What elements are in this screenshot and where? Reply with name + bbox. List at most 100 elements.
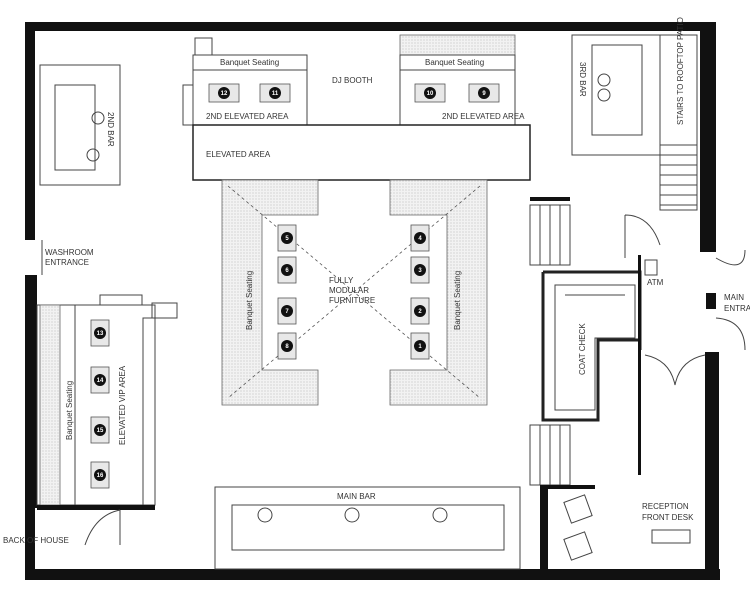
atm-machine [644, 259, 658, 276]
table-number: 2 [418, 309, 422, 315]
main-entrance-label-2[interactable]: ENTRANCE [724, 304, 750, 313]
stairs-label: STAIRS TO ROOFTOP PATIO [676, 17, 685, 125]
banquet-label: Banquet Seating [245, 271, 254, 330]
table-16[interactable]: 16 [90, 461, 110, 489]
washroom-label-2: ENTRANCE [45, 258, 89, 267]
table-4[interactable]: 4 [410, 224, 430, 252]
main-entrance-pillar [706, 293, 716, 309]
table-number-badge [94, 469, 106, 481]
armchair-icon [563, 531, 593, 561]
table-13[interactable]: 13 [90, 319, 110, 347]
table-number-badge [414, 232, 426, 244]
armchair-icon [563, 494, 593, 524]
table-8[interactable]: 8 [277, 332, 297, 360]
entrance-doors [644, 249, 746, 386]
table-number: 6 [285, 268, 289, 274]
banquet-label: Banquet Seating [220, 58, 279, 67]
table-3[interactable]: 3 [410, 256, 430, 284]
bar-stool-icon [432, 507, 448, 523]
table-10[interactable]: 10 [414, 83, 446, 103]
main-bar-label: MAIN BAR [337, 492, 376, 501]
bar-stool-icon [597, 73, 611, 87]
vip-area-label: ELEVATED VIP AREA [118, 365, 127, 445]
table-number: 13 [97, 331, 104, 337]
table-2[interactable]: 2 [410, 297, 430, 325]
vip-area: Banquet Seating ELEVATED VIP AREA [36, 294, 178, 510]
rooftop-stairs: STAIRS TO ROOFTOP PATIO [659, 17, 698, 211]
dj-booth-label: DJ BOOTH [332, 76, 373, 85]
bar-stool-icon [597, 88, 611, 102]
table-number: 12 [221, 91, 228, 97]
modular-label: MODULAR [329, 286, 369, 295]
third-bar-label: 3RD BAR [578, 62, 587, 97]
coat-check-label: COAT CHECK [578, 323, 587, 375]
table-1[interactable]: 1 [410, 332, 430, 360]
washroom-label: WASHROOM [45, 248, 94, 257]
atm-label: ATM [647, 278, 664, 287]
outer-walls [25, 22, 720, 580]
table-number-badge [218, 87, 230, 99]
bar-stool-icon [344, 507, 360, 523]
table-number: 11 [272, 91, 279, 97]
bar-stool-icon [86, 148, 100, 162]
table-number-badge [414, 264, 426, 276]
table-number-badge [269, 87, 281, 99]
table-number-badge [414, 340, 426, 352]
table-number-badge [281, 305, 293, 317]
table-number: 5 [285, 236, 289, 242]
elevated-area [192, 124, 531, 181]
table-number: 4 [418, 236, 422, 242]
upper-right-elevated: Banquet Seating 2ND ELEVATED AREA [399, 34, 525, 126]
table-15[interactable]: 15 [90, 416, 110, 444]
back-of-house-label: BACK OF HOUSE [3, 536, 69, 545]
table-number-badge [414, 305, 426, 317]
door-swing [624, 214, 661, 258]
table-number: 15 [97, 428, 104, 434]
stairs-upper [529, 197, 571, 266]
table-number-badge [94, 327, 106, 339]
main-bar: MAIN BAR [214, 486, 521, 570]
reception-label: RECEPTION [642, 502, 689, 511]
coat-check: COAT CHECK [541, 270, 642, 422]
table-number-badge [281, 232, 293, 244]
table-11[interactable]: 11 [259, 83, 291, 103]
bar-stool-icon [257, 507, 273, 523]
front-desk [651, 529, 691, 544]
table-number-badge [94, 424, 106, 436]
table-number-badge [281, 340, 293, 352]
banquet-label: Banquet Seating [425, 58, 484, 67]
table-9[interactable]: 9 [468, 83, 500, 103]
main-entrance-label[interactable]: MAIN [724, 293, 744, 302]
table-12[interactable]: 12 [208, 83, 240, 103]
banquet-label: Banquet Seating [453, 271, 462, 330]
table-number: 8 [285, 344, 289, 350]
center-left-seating: Banquet Seating [221, 179, 319, 406]
table-14[interactable]: 14 [90, 366, 110, 394]
table-number: 10 [427, 91, 434, 97]
table-number-badge [424, 87, 436, 99]
table-number-badge [281, 264, 293, 276]
modular-label: FULLY [329, 276, 354, 285]
elevated-area-label: ELEVATED AREA [206, 150, 271, 159]
table-number: 1 [418, 344, 422, 350]
table-number: 16 [97, 473, 104, 479]
second-bar-label: 2ND BAR [106, 112, 115, 147]
third-bar: 3RD BAR [571, 34, 661, 156]
table-6[interactable]: 6 [277, 256, 297, 284]
modular-label: FURNITURE [329, 296, 375, 305]
elevated-2nd-label: 2ND ELEVATED AREA [206, 112, 289, 121]
table-number: 14 [97, 378, 104, 384]
center-right-seating: Banquet Seating [389, 179, 488, 406]
table-number-badge [94, 374, 106, 386]
table-number: 7 [285, 309, 289, 315]
second-bar: 2ND BAR [39, 64, 121, 186]
table-7[interactable]: 7 [277, 297, 297, 325]
stairs-lower [529, 424, 595, 575]
vip-banquet-label: Banquet Seating [65, 381, 74, 440]
bar-stool-icon [91, 111, 105, 125]
table-5[interactable]: 5 [277, 224, 297, 252]
table-number: 3 [418, 268, 422, 274]
table-number: 9 [482, 91, 486, 97]
